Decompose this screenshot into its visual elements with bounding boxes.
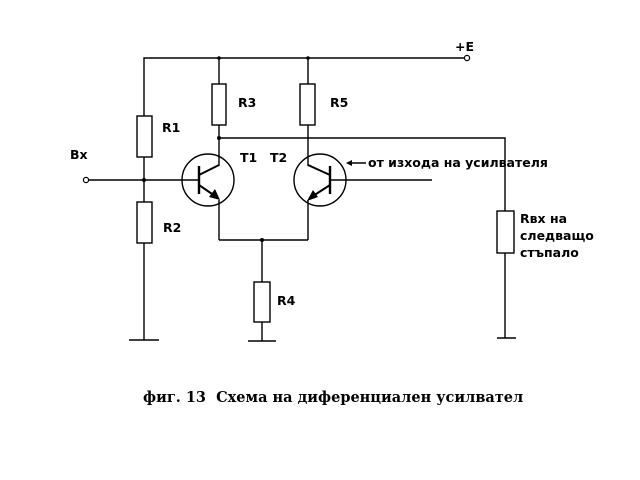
input-label: Вх [70, 147, 88, 162]
emitter-tail: R4 [219, 238, 308, 342]
t1-emitter-arrow [209, 189, 220, 200]
transistor-t1: T1 [181, 150, 257, 240]
resistor-rin-next-stage [496, 210, 515, 254]
r3-label: R3 [238, 95, 256, 110]
resistor-r3 [211, 83, 227, 126]
r2-label: R2 [163, 220, 181, 235]
input-terminal [82, 176, 90, 184]
feedback-annotation: от изхода на усилвателя [346, 155, 548, 170]
supply-rail: +E [143, 39, 474, 116]
input: Вх [70, 147, 182, 184]
resistor-r5 [299, 83, 316, 126]
r5-label: R5 [330, 95, 348, 110]
figure-caption: фиг. 13 Схема на диференциален усилвател [143, 389, 523, 406]
load-label-line1: Rвх на [520, 211, 567, 226]
t2-emitter-arrow [307, 190, 318, 201]
t2-label: T2 [270, 150, 287, 165]
resistor-r2 [136, 201, 153, 244]
output-line: Rвх на следващо стъпало [219, 137, 594, 339]
bias-divider: R1 R2 [129, 115, 181, 341]
load-label-line2: следващо [520, 228, 594, 243]
r1-label: R1 [162, 120, 180, 135]
resistor-r4 [253, 281, 271, 323]
r4-label: R4 [277, 293, 296, 308]
supply-terminal [463, 54, 471, 62]
supply-label: +E [455, 39, 474, 54]
feedback-note: от изхода на усилвателя [368, 155, 548, 170]
collector-load-r5: R5 [299, 58, 348, 166]
transistor-t2: T2 [270, 150, 432, 240]
feedback-arrow [346, 160, 352, 166]
collector-load-r3: R3 [211, 58, 256, 166]
resistor-r1 [136, 115, 153, 158]
load-label-line3: стъпало [520, 245, 579, 260]
t1-label: T1 [240, 150, 257, 165]
